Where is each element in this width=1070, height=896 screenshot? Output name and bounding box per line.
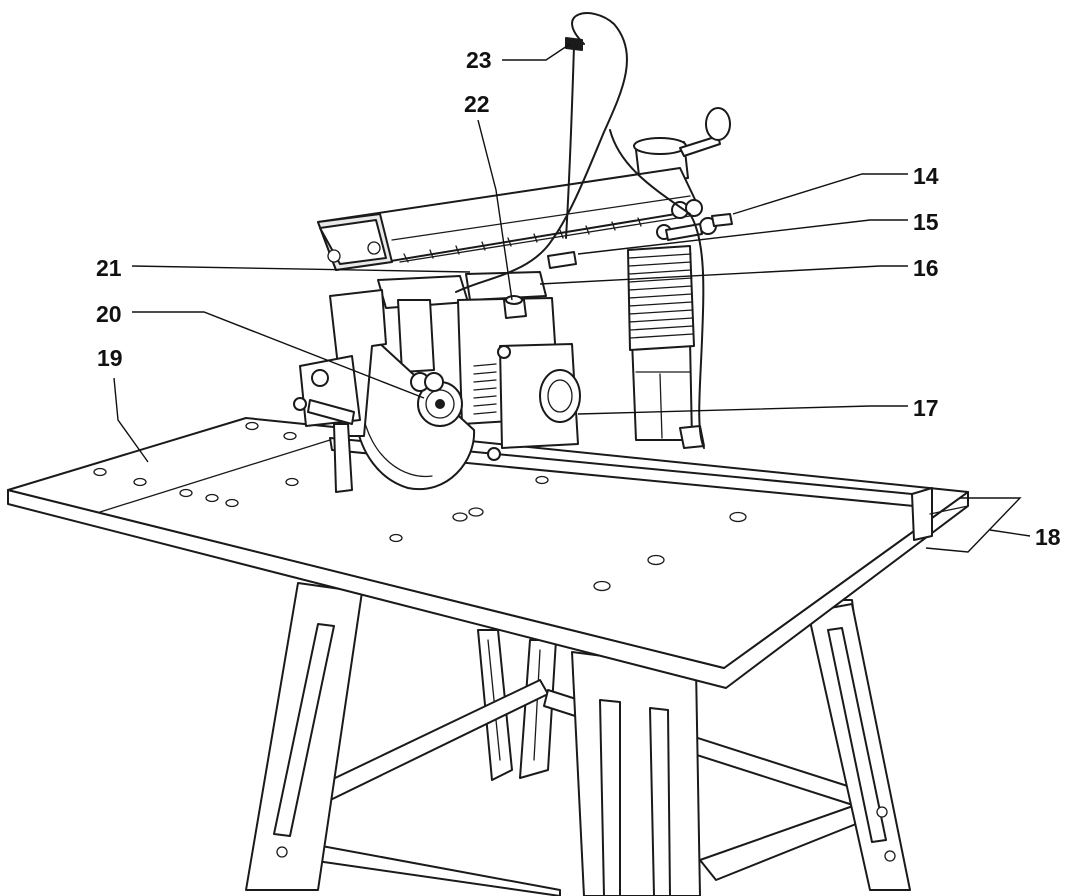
radial-arm xyxy=(317,167,733,271)
callout-17: 17 xyxy=(577,395,939,421)
callout-23: 23 xyxy=(466,43,571,73)
table-holes xyxy=(93,421,747,592)
arm-scale xyxy=(403,217,642,263)
callout-16: 16 xyxy=(539,255,939,285)
callout-label-19: 19 xyxy=(97,345,123,371)
carriage-motor xyxy=(377,271,581,461)
callout-label-15: 15 xyxy=(913,209,939,235)
callout-label-18: 18 xyxy=(1035,524,1061,550)
callout-label-21: 21 xyxy=(96,255,122,281)
callout-18: 18 xyxy=(925,497,1061,553)
blade-assembly xyxy=(293,289,476,493)
callout-19: 19 xyxy=(97,345,149,463)
callout-label-20: 20 xyxy=(96,301,122,327)
callout-label-14: 14 xyxy=(913,163,939,189)
bellows-folds xyxy=(628,253,694,339)
callout-22: 22 xyxy=(464,91,513,301)
saw-stand xyxy=(245,582,911,896)
power-cord xyxy=(455,12,705,449)
callout-label-16: 16 xyxy=(913,255,939,281)
column xyxy=(627,107,731,449)
saw-table xyxy=(7,417,969,689)
motor-vents xyxy=(473,363,497,415)
callouts: 14 15 16 17 18 19 20 xyxy=(96,43,1061,553)
callout-label-23: 23 xyxy=(466,47,492,73)
callout-15: 15 xyxy=(577,209,939,255)
callout-21: 21 xyxy=(96,255,471,281)
callout-label-22: 22 xyxy=(464,91,490,117)
callout-14: 14 xyxy=(732,163,939,215)
callout-label-17: 17 xyxy=(913,395,939,421)
callout-20: 20 xyxy=(96,301,425,399)
